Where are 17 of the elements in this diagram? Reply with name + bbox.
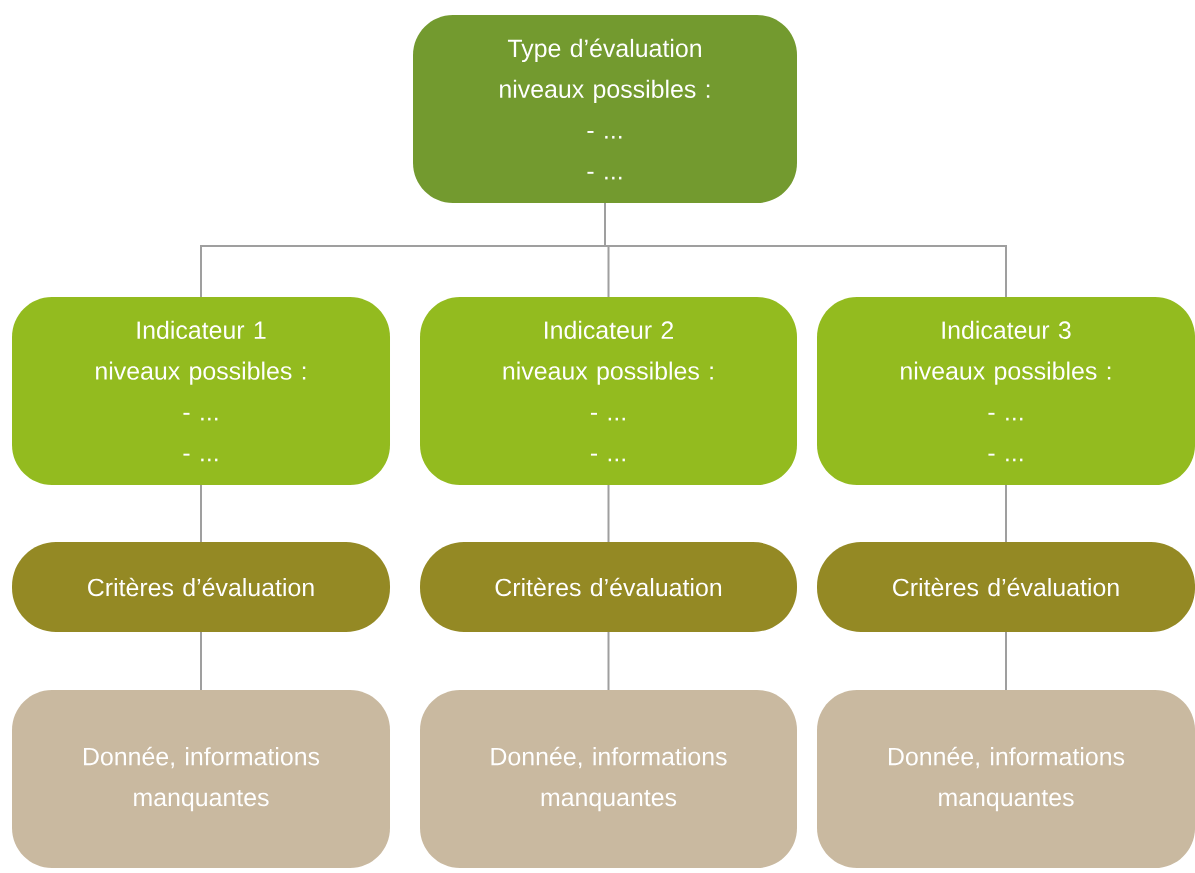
connector-line: [200, 631, 202, 691]
indicator-box: Indicateur 3 niveaux possibles : - ... - ...: [817, 297, 1195, 485]
criteria-box: Critères d’évaluation: [12, 542, 390, 632]
connector-line: [604, 202, 1007, 298]
data-box: Donnée, informations manquantes: [420, 690, 797, 868]
indicator-box: Indicateur 2 niveaux possibles : - ... - ...: [420, 297, 797, 485]
indicator-box: Indicateur 1 niveaux possibles : - ... - ...: [12, 297, 390, 485]
connector-line: [1005, 484, 1007, 543]
connector-line: [1005, 631, 1007, 691]
connector-line: [607, 631, 610, 691]
data-box: Donnée, informations manquantes: [817, 690, 1195, 868]
data-box: Donnée, informations manquantes: [12, 690, 390, 868]
evaluation-type-box: Type d’évaluation niveaux possibles : - ... - ...: [413, 15, 797, 203]
criteria-box: Critères d’évaluation: [817, 542, 1195, 632]
connector-line: [607, 484, 610, 543]
connector-line: [200, 484, 202, 543]
criteria-box: Critères d’évaluation: [420, 542, 797, 632]
